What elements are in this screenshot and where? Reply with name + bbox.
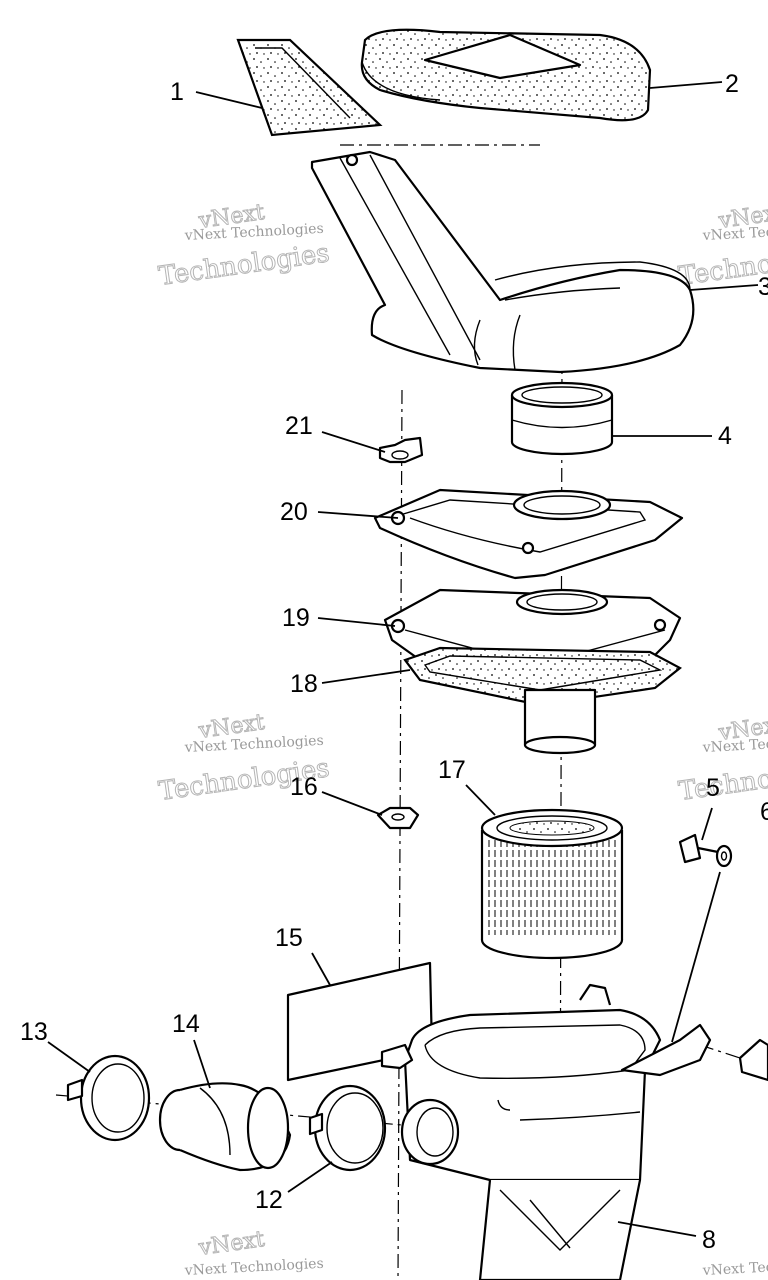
callout-14: 14 bbox=[172, 1010, 200, 1038]
watermark-text: vNext Technologies bbox=[701, 733, 768, 756]
watermark-top: vNext bbox=[196, 1227, 266, 1261]
watermark-text: vNext Technologies bbox=[701, 221, 768, 244]
part-4-rubber-coupler bbox=[510, 381, 614, 456]
callout-4: 4 bbox=[718, 422, 732, 450]
watermark-text: Technologies bbox=[157, 238, 332, 292]
part-18-gasket bbox=[403, 646, 682, 707]
watermark-text: vNext Technologies bbox=[183, 221, 324, 244]
callout-20: 20 bbox=[280, 498, 308, 526]
part-5-screw bbox=[678, 833, 719, 864]
part-12-clamp bbox=[308, 1084, 387, 1172]
callout-6: 6 bbox=[760, 798, 768, 826]
callout-16: 16 bbox=[290, 773, 318, 801]
callout-12: 12 bbox=[255, 1186, 283, 1214]
watermark-text: Technologies bbox=[677, 238, 768, 292]
part-20-cover-plate bbox=[373, 488, 684, 580]
part-16-nut bbox=[376, 806, 420, 830]
callout-19: 19 bbox=[282, 604, 310, 632]
part-21-wing-nut bbox=[378, 436, 424, 464]
part-2-foam-gasket bbox=[360, 28, 652, 122]
callout-17: 17 bbox=[438, 756, 466, 784]
outlet-tube bbox=[523, 688, 597, 755]
callout-8: 8 bbox=[702, 1226, 716, 1254]
callout-13: 13 bbox=[20, 1018, 48, 1046]
part-6-washer bbox=[715, 844, 733, 868]
callout-21: 21 bbox=[285, 412, 313, 440]
watermark-text: Technologies bbox=[677, 753, 768, 807]
part-14-boot bbox=[158, 1082, 292, 1172]
side-bracket bbox=[738, 1038, 768, 1082]
part-17-air-filter bbox=[480, 808, 624, 960]
part-3-intake-lid bbox=[310, 150, 695, 374]
callout-labels: 1 2 3 4 5 6 8 12 13 14 15 16 17 18 19 20… bbox=[20, 70, 768, 1254]
watermark-text: vNext Technologies bbox=[701, 1256, 768, 1279]
airbox-body bbox=[380, 983, 712, 1280]
watermark-text: vNext Technologies bbox=[183, 733, 324, 756]
callout-3: 3 bbox=[758, 273, 768, 301]
callout-1: 1 bbox=[170, 78, 184, 106]
callout-15: 15 bbox=[275, 924, 303, 952]
part-1-foam-wedge bbox=[236, 38, 383, 137]
callout-5: 5 bbox=[706, 774, 720, 802]
watermark-text: vNext Technologies bbox=[183, 1256, 324, 1279]
leader-lines bbox=[47, 81, 759, 1237]
callout-2: 2 bbox=[725, 70, 739, 98]
part-13-clamp bbox=[66, 1054, 151, 1142]
callout-18: 18 bbox=[290, 670, 318, 698]
